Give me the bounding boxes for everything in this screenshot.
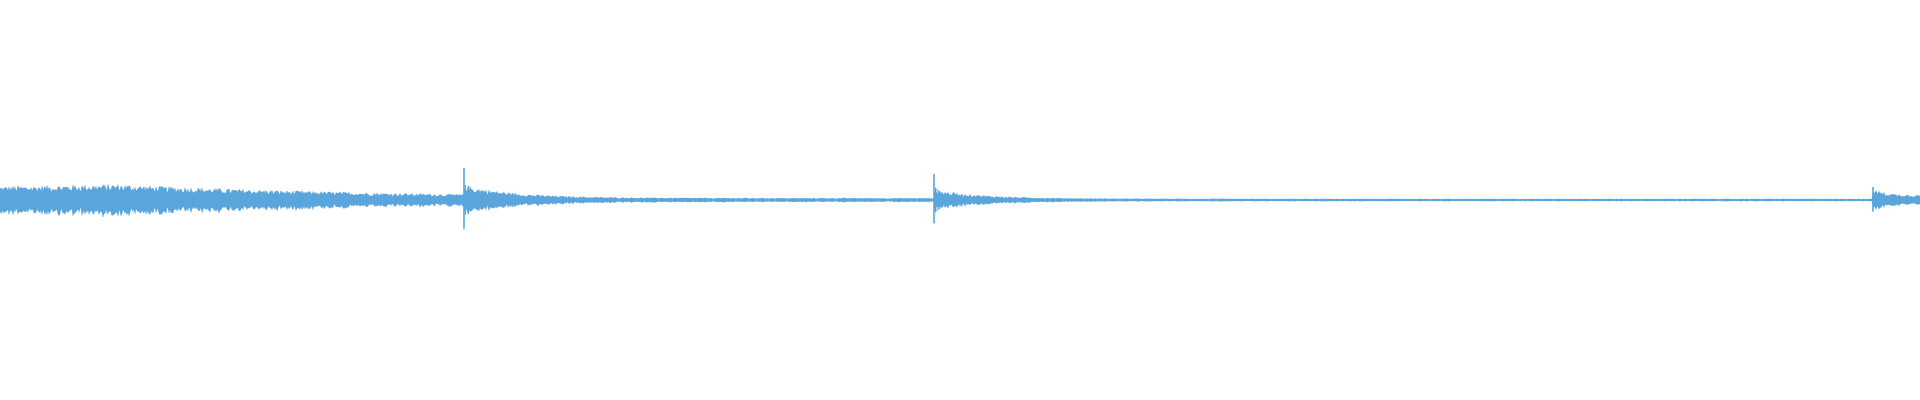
- waveform-transients: [463, 168, 1883, 229]
- waveform-envelope: [0, 183, 1920, 218]
